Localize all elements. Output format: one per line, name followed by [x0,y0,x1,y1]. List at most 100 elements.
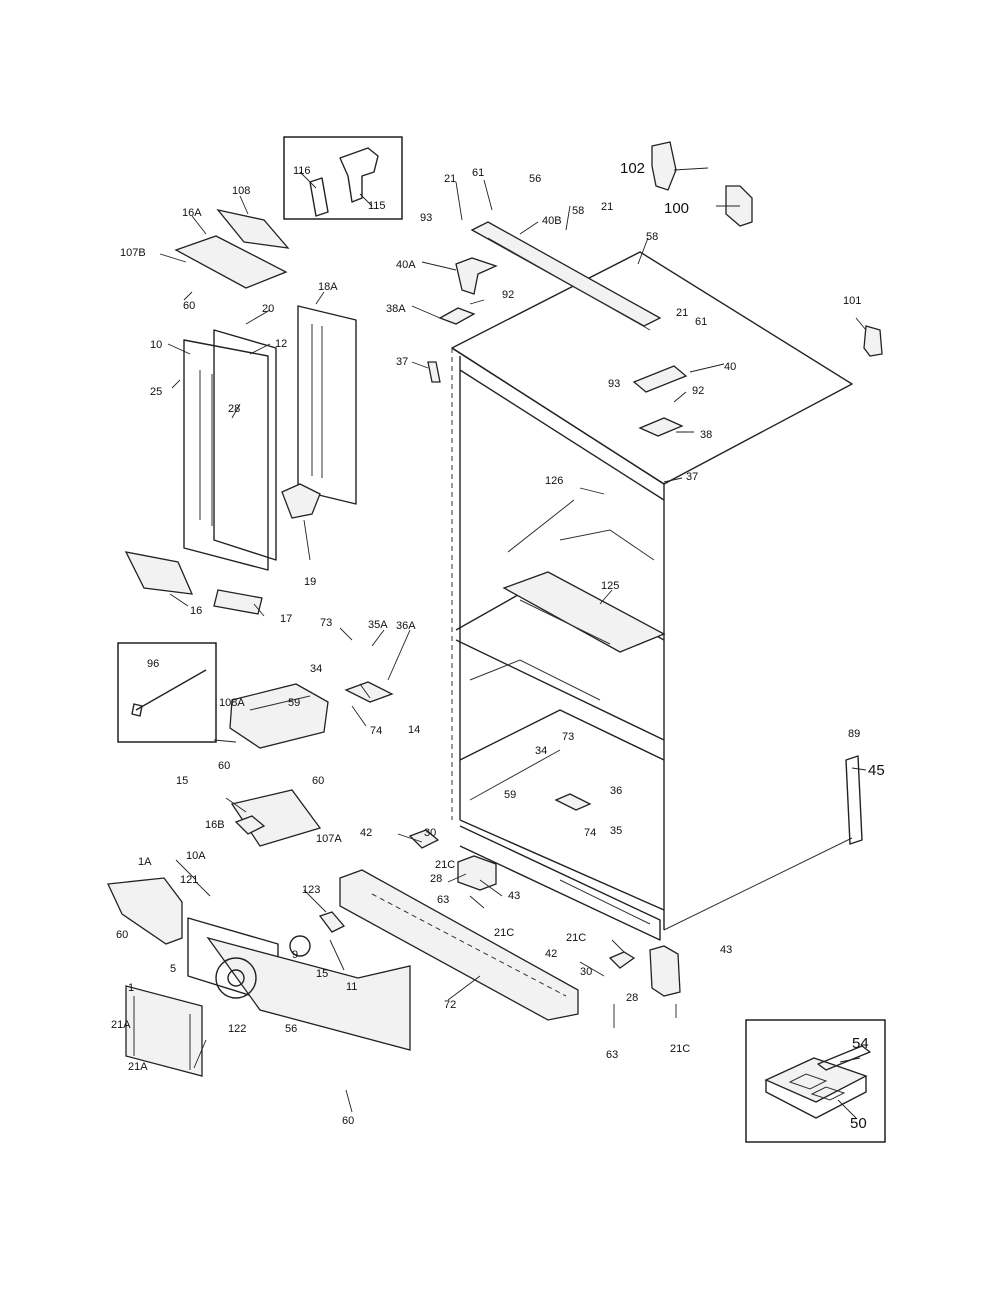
callout-45: 45 [868,762,885,779]
callout-72: 72 [444,999,456,1011]
callout-73-b: 73 [562,731,574,743]
right-hinge-plate [608,755,863,997]
leader-lines [159,167,867,1119]
callout-60-b: 60 [218,760,230,772]
callout-37-a: 37 [396,356,408,368]
inset-box-top [283,136,403,220]
callout-92-a: 92 [502,289,514,301]
callout-58-a: 58 [572,205,584,217]
callout-15-a: 15 [176,775,188,787]
evaporator-fan-cover [107,877,411,1077]
callout-60-c: 60 [312,775,324,787]
callout-40B: 40B [542,215,562,227]
callout-21-a: 21 [444,173,456,185]
callout-43-a: 43 [508,890,520,902]
callout-35A: 35A [368,619,388,631]
callout-121: 121 [180,874,198,886]
callout-102: 102 [620,160,645,177]
callout-5: 5 [170,963,176,975]
callout-58-b: 58 [646,231,658,243]
callout-21C-a: 21C [435,859,455,871]
callout-12: 12 [275,338,287,350]
kickplate-grille [339,869,579,1021]
callout-115: 115 [368,200,386,212]
callout-34-b: 34 [535,745,547,757]
callout-107B: 107B [120,247,146,259]
callout-34-a: 34 [310,663,322,675]
callout-21A-a: 21A [111,1019,131,1031]
callout-36: 36 [610,785,622,797]
callout-10: 10 [150,339,162,351]
callout-40: 40 [724,361,736,373]
callout-16A: 16A [182,207,202,219]
callout-126: 126 [545,475,563,487]
callout-10A: 10A [186,850,206,862]
callout-108: 108 [232,185,250,197]
callout-21C-c: 21C [566,932,586,944]
callout-21A-b: 21A [128,1061,148,1073]
callout-9: 9 [292,949,298,961]
callout-108A: 108A [219,697,245,709]
callout-21-b: 21 [601,201,613,213]
callout-122: 122 [228,1023,246,1035]
callout-73-a: 73 [320,617,332,629]
callout-96: 96 [147,658,159,670]
callout-40A: 40A [396,259,416,271]
callout-1: 1 [128,982,134,994]
callout-30-b: 30 [580,966,592,978]
callout-35: 35 [610,825,622,837]
callout-37-b: 37 [686,471,698,483]
callout-93-b: 93 [608,378,620,390]
bottom-hinge [344,681,592,891]
callout-21-c: 21 [676,307,688,319]
callout-101: 101 [843,295,861,307]
callout-21C-b: 21C [494,927,514,939]
callout-59-a: 59 [288,697,300,709]
callout-89: 89 [848,728,860,740]
callout-92-b: 92 [692,385,704,397]
callout-63-b: 63 [606,1049,618,1061]
callout-28-c: 28 [626,992,638,1004]
inset-box-tray [745,1019,886,1143]
callout-56-a: 56 [285,1023,297,1035]
inset-box-wire [117,642,217,743]
callout-56-b: 56 [529,173,541,185]
callout-42-a: 42 [360,827,372,839]
callout-125: 125 [601,580,619,592]
ice-maker-module [229,683,329,847]
ice-duct-assembly [124,208,357,615]
part-callouts: 116 115 108 16A 107B 60 20 18A 10 12 25 … [111,160,885,1132]
callout-16: 16 [190,605,202,617]
callout-43-b: 43 [720,944,732,956]
callout-59-b: 59 [504,789,516,801]
callout-63-a: 63 [437,894,449,906]
callout-42-b: 42 [545,948,557,960]
callout-15-b: 15 [316,968,328,980]
callout-16B: 16B [205,819,225,831]
callout-28-a: 28 [228,403,240,415]
callout-38: 38 [700,429,712,441]
callout-21C-d: 21C [670,1043,690,1055]
callout-60-e: 60 [342,1115,354,1127]
callout-18A: 18A [318,281,338,293]
callout-11: 11 [346,981,357,993]
callout-20: 20 [262,303,274,315]
callout-14: 14 [408,724,420,736]
callout-74-a: 74 [370,725,382,737]
callout-25: 25 [150,386,162,398]
top-hinge-cover [427,141,883,437]
callout-61-b: 61 [695,316,707,328]
callout-17: 17 [280,613,292,625]
callout-19: 19 [304,576,316,588]
callout-50: 50 [850,1115,867,1132]
callout-123: 123 [302,884,320,896]
callout-36A: 36A [396,620,416,632]
callout-74-b: 74 [584,827,596,839]
callout-100: 100 [664,200,689,217]
callout-107A: 107A [316,833,342,845]
callout-116: 116 [293,165,311,177]
callout-60-a: 60 [183,300,195,312]
callout-61-a: 61 [472,167,484,179]
callout-54: 54 [852,1035,869,1052]
